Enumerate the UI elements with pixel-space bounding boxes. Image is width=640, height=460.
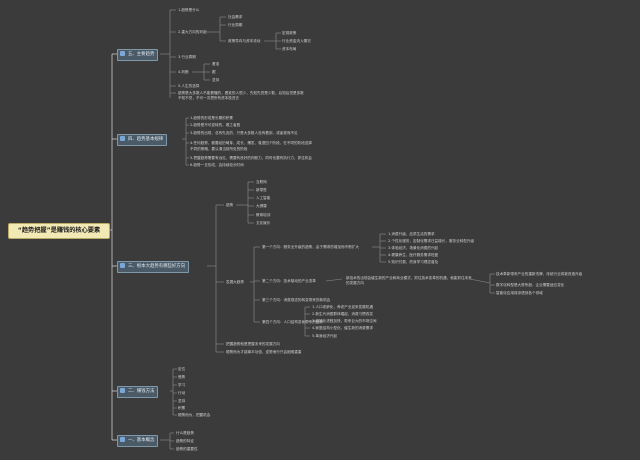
topic-icon — [120, 51, 125, 56]
topic-node[interactable]: 把握趋势就是把握未来的发展方向 — [226, 342, 280, 346]
topic-node[interactable]: 政策导向与资本流动 — [228, 39, 261, 43]
topic-node[interactable]: 5.人生的选择 — [178, 84, 200, 88]
topic-node[interactable]: 2.趋势是不可逆转的，顺之者昌 — [190, 123, 241, 127]
topic-node[interactable]: 跟 — [212, 70, 216, 74]
topic-node[interactable]: 2.个性化服务，定制化需求日益增长，服务业转型升级 — [388, 239, 475, 243]
topic-note[interactable]: 不知不觉，不可一次把所有资本投进去 — [178, 96, 240, 100]
topic-node[interactable]: 坚持 — [212, 78, 220, 82]
topic-node[interactable]: 大健康 — [256, 204, 267, 208]
branch-trend-rules[interactable]: 四、趋势基本规律 — [117, 134, 168, 146]
topic-node[interactable]: 行业周期 — [228, 23, 243, 27]
topic-node[interactable]: 定位 — [178, 367, 186, 371]
topic-node[interactable]: 5.把握趋势需要有远见，需要有良好的判断力，同时也要有执行力，抓住机会 — [190, 156, 313, 160]
branch-money-methods[interactable]: 二、赚钱方法 — [117, 386, 159, 398]
branch-main-trends[interactable]: 五、主要趋势 — [117, 49, 159, 61]
topic-node[interactable]: 资本布局 — [282, 47, 297, 51]
root-topic[interactable]: “趋势把握”是赚钱的核心要素 — [8, 223, 110, 239]
topic-node[interactable]: 什么是趋势 — [176, 431, 194, 435]
connector-line — [469, 278, 491, 284]
topic-note[interactable]: 的发展方向 — [346, 281, 364, 285]
topic-node[interactable]: 第一个方向：服务业升级的趋势，由于需求的增加而不断扩大 — [262, 245, 360, 249]
topic-node[interactable]: 3.体验经济，场景化消费的兴起 — [388, 246, 439, 250]
topic-node[interactable]: 数字化转型是大势所趋，企业需要适应变化 — [496, 283, 565, 287]
topic-node[interactable]: 第四个方向：人口结构变化带来的趋势 — [262, 320, 324, 324]
topic-node[interactable]: 6.趋势一旦形成，会持续较长时间 — [190, 163, 244, 167]
topic-node[interactable]: 4.任何趋势，都要经历萌芽、成长、爆发、衰退四个阶段，在不同的阶段选择 — [190, 141, 313, 145]
topic-icon — [120, 263, 125, 268]
topic-node[interactable]: 技术革新带来产业的重新洗牌，传统行业将被改造升级 — [496, 272, 583, 276]
topic-node[interactable]: 互联网 — [256, 180, 267, 184]
topic-node[interactable]: 1.消费升级，品质生活的需求 — [388, 232, 435, 236]
topic-note[interactable]: 趋势是大多数人不能看懂的，看准的人很少，先知先觉是少数，后知后觉是多数 — [178, 91, 304, 95]
topic-node[interactable]: 行动 — [178, 391, 186, 395]
connector-line — [325, 278, 343, 282]
branch-big-trends[interactable]: 三、根本大趋势有哪些好方向 — [117, 261, 190, 273]
topic-node[interactable]: 2.新生代消费群体崛起，消费习惯改变 — [312, 312, 373, 316]
topic-node[interactable]: 1.趋势的形成是长期的积累 — [190, 116, 233, 120]
topic-node[interactable]: 不同的策略，要认清当前所处的阶段 — [190, 147, 248, 151]
topic-node[interactable]: 3.行业周期 — [178, 55, 196, 59]
topic-node[interactable]: 3.趋势的出现，总有先兆的，只是大多数人没有看到，或者视而不见 — [190, 131, 298, 135]
topic-node[interactable]: 人工智能 — [256, 196, 271, 200]
topic-node[interactable]: 3.城镇化进程加快，带来巨大的市场空间 — [312, 319, 377, 323]
topic-icon — [120, 437, 125, 442]
topic-node[interactable]: 趋势的重要性 — [176, 447, 198, 451]
topic-node[interactable]: 第三个方向：消费观念的转变带来的新机会 — [262, 298, 331, 302]
topic-note[interactable]: 新技术的出现会催生新的产业和商业模式，抓住技术变革的机遇，就能抓住未来 — [346, 276, 472, 280]
topic-node[interactable]: 4.家庭结构小型化，催生新的消费需求 — [312, 326, 373, 330]
branch-basic-concepts[interactable]: 一、基本概念 — [117, 435, 159, 447]
topic-node[interactable]: 顺势而为才能事半功倍，逆势而行只会困难重重 — [226, 350, 302, 354]
topic-node[interactable]: 积累 — [178, 406, 186, 410]
topic-node[interactable]: 5.知识付费，终身学习理念普及 — [388, 260, 439, 264]
topic-node[interactable]: 1.趋势是什么 — [178, 8, 200, 12]
topic-node[interactable]: 第二个方向：技术驱动的产业变革 — [262, 279, 316, 283]
topic-node[interactable]: 智能化应用将渗透到各个领域 — [496, 291, 543, 295]
topic-node[interactable]: 趋势 — [226, 203, 234, 207]
topic-node[interactable]: 借势 — [178, 375, 186, 379]
topic-node[interactable]: 教育培训 — [256, 213, 271, 217]
topic-node[interactable]: 趋势的特征 — [176, 439, 194, 443]
topic-node[interactable]: 5.单身经济兴起 — [312, 334, 337, 338]
topic-node[interactable]: 行业资金流入情况 — [282, 39, 311, 43]
topic-node[interactable]: 新零售 — [256, 188, 267, 192]
topic-node[interactable]: 坚持 — [178, 399, 186, 403]
topic-node[interactable]: 社会需求 — [228, 15, 243, 19]
topic-node[interactable]: 宏观政策 — [282, 31, 297, 35]
topic-node[interactable]: 4.健康养生，医疗服务需求旺盛 — [388, 253, 439, 257]
topic-node[interactable]: 2.重大方向的判定 — [178, 30, 207, 34]
topic-icon — [120, 136, 125, 141]
topic-node[interactable]: 1.人口老龄化，养老产业迎来发展机遇 — [312, 305, 373, 309]
topic-node[interactable]: 学习 — [178, 383, 186, 387]
topic-node[interactable]: 发展大趋势 — [226, 280, 244, 284]
topic-icon — [120, 388, 125, 393]
topic-node[interactable]: 4.判断 — [178, 70, 189, 74]
topic-node[interactable]: 看准 — [212, 62, 220, 66]
topic-node[interactable]: 顺势而为，把握机会 — [178, 413, 211, 417]
topic-node[interactable]: 文化娱乐 — [256, 221, 271, 225]
